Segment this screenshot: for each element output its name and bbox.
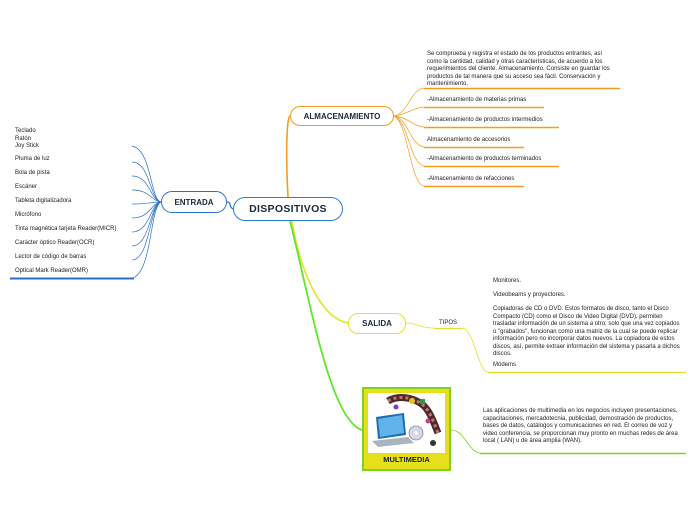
entrada-item[interactable]: Tableta digitalizadora	[15, 198, 72, 204]
connector-almacenamiento	[285, 115, 291, 198]
connector-multimedia	[289, 220, 363, 431]
salida-item[interactable]: Módems	[493, 362, 517, 368]
entrada-item[interactable]: Ratón	[15, 135, 32, 142]
entrada-item[interactable]: Teclado	[15, 128, 36, 134]
entrada-item[interactable]: Carácter óptico Reader(OCR)	[15, 240, 95, 246]
connector-entrada	[226, 201, 234, 210]
entrada-item[interactable]: Micrófono	[15, 212, 42, 218]
entrada-item[interactable]: Optical Mark Reader(OMR)	[15, 268, 89, 274]
multimedia-description[interactable]: Las aplicaciones de multimedia en los ne…	[483, 408, 678, 444]
entrada-item[interactable]: Pluma de luz	[15, 156, 50, 162]
central-topic[interactable]: DISPOSITIVOS	[233, 197, 343, 221]
entrada-item[interactable]: Lector de código de barras	[15, 254, 87, 260]
topic-salida[interactable]: SALIDA	[348, 313, 406, 334]
salida-item[interactable]: Copiadoras de CD o DVD. Estos formatos d…	[493, 306, 680, 357]
salida-leaf-connectors	[405, 322, 489, 373]
almacenamiento-item[interactable]: Almacenamiento de accesorios	[427, 137, 511, 143]
topic-almacenamiento[interactable]: ALMACENAMIENTO	[290, 106, 394, 126]
entrada-item[interactable]: Joy Stick	[15, 143, 40, 149]
almacenamiento-item[interactable]: -Almacenamiento de refacciones	[427, 176, 515, 182]
salida-item[interactable]: Videobeams y proyectores.	[493, 292, 566, 298]
multimedia-label: MULTIMEDIA	[383, 455, 430, 464]
entrada-item[interactable]: Bola de pista	[15, 170, 50, 176]
almacenamiento-underlines	[424, 87, 620, 188]
topic-multimedia[interactable]: MULTIMEDIA	[362, 387, 451, 471]
laptop-media-icon	[368, 393, 445, 453]
salida-item[interactable]: Monitores.	[493, 278, 522, 284]
entrada-leaf-connectors	[131, 145, 162, 279]
almacenamiento-leaf-connectors	[393, 87, 425, 187]
multimedia-leaf-connector	[450, 429, 481, 454]
almacenamiento-item[interactable]: -Almacenamiento de productos intermedios	[427, 117, 543, 123]
salida-subtopic-tipos[interactable]: TIPOS	[439, 320, 458, 326]
almacenamiento-item[interactable]: -Almacenamiento de productos terminados	[427, 156, 542, 162]
entrada-item[interactable]: Escáner	[15, 184, 38, 190]
almacenamiento-item[interactable]: -Almacenamiento de materias primas	[427, 97, 527, 103]
almacenamiento-description[interactable]: Se comprueba y registra el estado de los…	[427, 51, 610, 87]
connector-salida	[291, 220, 349, 324]
entrada-item[interactable]: Tinta magnética tarjeta Reader(MICR)	[15, 226, 117, 232]
topic-entrada[interactable]: ENTRADA	[161, 191, 227, 213]
